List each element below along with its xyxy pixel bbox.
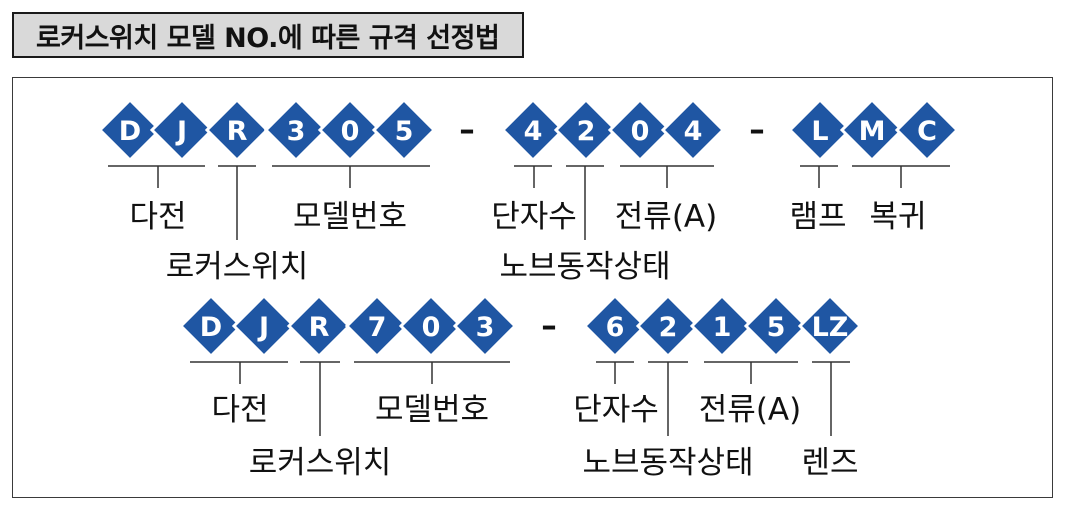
- row2-diamond-3: 7: [344, 293, 410, 359]
- row2-diamond-10: LZ: [797, 293, 863, 359]
- row1-diamond-0: D: [97, 97, 163, 163]
- row2-label-dansu: 단자수: [573, 392, 659, 428]
- row2-diamond-6-char: 6: [606, 312, 625, 343]
- row1-diamond-8-char: 0: [631, 116, 650, 147]
- row1-diamond-11-char: M: [859, 116, 886, 147]
- row1-diamond-8-shape: [607, 97, 673, 163]
- row2-diamond-5: 3: [452, 293, 518, 359]
- row2-diamond-6: 6: [582, 293, 648, 359]
- row1-label-rocker: 로커스위치: [166, 249, 309, 285]
- row2-diamond-3-shape: [344, 293, 410, 359]
- row1-diamond-7-shape: [553, 97, 619, 163]
- row2-diamond-7-shape: [635, 293, 701, 359]
- row1-diamond-9-shape: [660, 97, 726, 163]
- row1-diamond-12-shape: [894, 97, 960, 163]
- row1-diamond-1-shape: [149, 97, 215, 163]
- row1-diamond-8: 0: [607, 97, 673, 163]
- row1-diamond-3-shape: [263, 97, 329, 163]
- row1-diamond-3-char: 3: [287, 116, 306, 147]
- row2-diamond-4: 0: [398, 293, 464, 359]
- row1-diamond-0-char: D: [119, 116, 141, 147]
- row1-diamond-7-char: 2: [577, 116, 596, 147]
- row1-diamond-9-char: 4: [684, 116, 703, 147]
- title-box: 로커스위치 모델 NO.에 따른 규격 선정법: [12, 12, 524, 58]
- row2-label-model-no: 모델번호: [375, 392, 489, 428]
- row1-diamond-2: R: [204, 97, 270, 163]
- row1-diamond-12-char: C: [917, 116, 937, 147]
- row1-diamond-5-shape: [371, 97, 437, 163]
- row2-label-lens: 렌즈: [801, 445, 858, 481]
- connector-lines: [108, 165, 950, 436]
- row2-diamond-7: 2: [635, 293, 701, 359]
- row1-diamond-1: J: [149, 97, 215, 163]
- row2-label-current: 전류(A): [699, 392, 801, 428]
- row1-diamond-0-shape: [97, 97, 163, 163]
- row2-diamond-1: J: [231, 293, 297, 359]
- row1-diamond-5: 5: [371, 97, 437, 163]
- row1-diamond-4-char: 0: [341, 116, 360, 147]
- row1-diamond-10-char: L: [811, 116, 828, 147]
- row2-diamond-0-char: D: [200, 312, 222, 343]
- row2-diamond-8-char: 1: [713, 312, 732, 343]
- row1-label-dajeon: 다전: [129, 199, 186, 235]
- row2-diamond-4-shape: [398, 293, 464, 359]
- row1-label-model-no: 모델번호: [293, 199, 407, 235]
- row2-diamond-4-char: 0: [422, 312, 441, 343]
- row1-label-return: 복귀: [869, 199, 926, 235]
- row2-diamond-2-char: R: [309, 312, 330, 343]
- row1-diamond-10-shape: [787, 97, 853, 163]
- row1-diamond-6-char: 4: [524, 116, 543, 147]
- row2-label-dajeon: 다전: [211, 392, 268, 428]
- row1-diamond-3: 3: [263, 97, 329, 163]
- row1-diamond-6-shape: [500, 97, 566, 163]
- row2-diamond-10-shape: [797, 293, 863, 359]
- row2-diamond-7-char: 2: [659, 312, 678, 343]
- row2-diamond-0: D: [178, 293, 244, 359]
- row2-dash: –: [541, 308, 557, 344]
- row1-diamond-10: L: [787, 97, 853, 163]
- row2-diamond-5-shape: [452, 293, 518, 359]
- row2-diamond-2-shape: [286, 293, 352, 359]
- row2-diamond-9-char: 5: [767, 312, 786, 343]
- row2-diamond-1-shape: [231, 293, 297, 359]
- row1-diamond-11-shape: [839, 97, 905, 163]
- row2-diamond-0-shape: [178, 293, 244, 359]
- row1-diamond-6: 4: [500, 97, 566, 163]
- row2-diamond-6-shape: [582, 293, 648, 359]
- row2-diamond-9-shape: [743, 293, 809, 359]
- row2-label-rocker: 로커스위치: [249, 445, 392, 481]
- row2-diamond-3-char: 7: [368, 312, 387, 343]
- row1-dash-2: –: [749, 112, 765, 148]
- row1-dash: –: [459, 112, 475, 148]
- row2-diamond-5-char: 3: [476, 312, 495, 343]
- row1-diamond-11: M: [839, 97, 905, 163]
- row2-diamond-1-char: J: [257, 312, 269, 343]
- row1-label-dansu: 단자수: [491, 199, 577, 235]
- row2-diamond-9: 5: [743, 293, 809, 359]
- row1-label-current: 전류(A): [615, 199, 717, 235]
- row2-diamond-2: R: [286, 293, 352, 359]
- row1-diamond-5-char: 5: [395, 116, 414, 147]
- row1-diamond-2-shape: [204, 97, 270, 163]
- row1-diamond-4: 0: [317, 97, 383, 163]
- row1-label-knob: 노브동작상태: [499, 249, 670, 285]
- row1-label-lamp: 램프: [789, 199, 846, 235]
- row1-diamond-4-shape: [317, 97, 383, 163]
- row2-diamond-10-char: LZ: [812, 312, 849, 343]
- row2-label-knob: 노브동작상태: [582, 445, 753, 481]
- page-title: 로커스위치 모델 NO.에 따른 규격 선정법: [36, 22, 500, 54]
- row1-diamond-2-char: R: [227, 116, 248, 147]
- row2-diamond-8: 1: [689, 293, 755, 359]
- row1-diamond-12: C: [894, 97, 960, 163]
- row1-diamond-7: 2: [553, 97, 619, 163]
- row1-diamond-1-char: J: [175, 116, 187, 147]
- row1-diamond-9: 4: [660, 97, 726, 163]
- row2-diamond-8-shape: [689, 293, 755, 359]
